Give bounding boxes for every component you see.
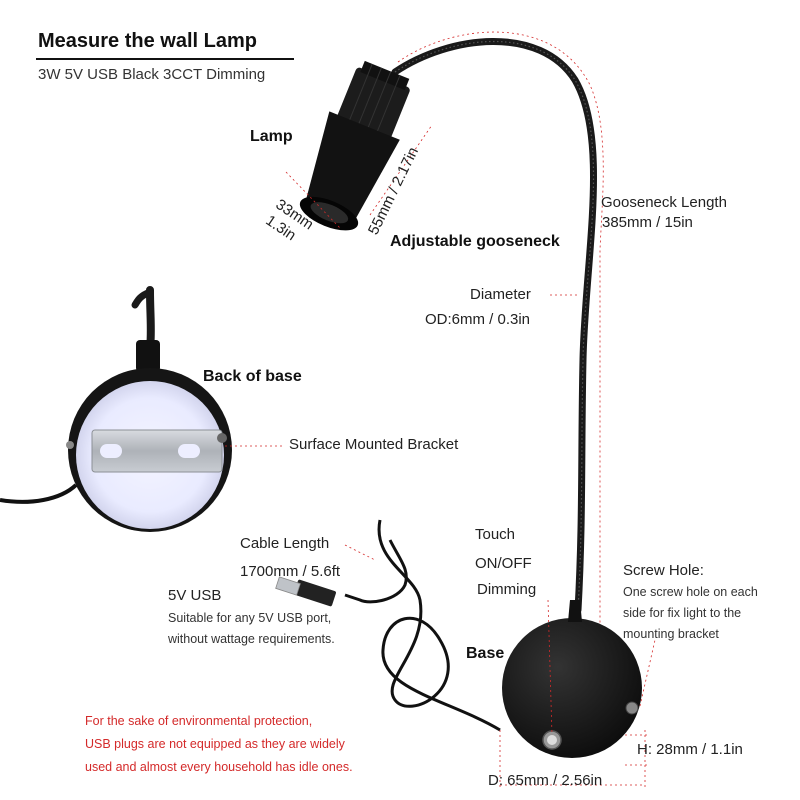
notice-line-3: used and almost every household has idle… <box>85 760 353 774</box>
base-front <box>499 599 656 790</box>
base-label: Base <box>466 645 505 662</box>
cable-length-value: 1700mm / 5.6ft <box>240 563 341 580</box>
usb-title: 5V USB <box>168 587 222 604</box>
usb-note-line-1: Suitable for any 5V USB port, <box>168 611 332 625</box>
title-underline <box>36 58 294 60</box>
screw-hole-title: Screw Hole: <box>623 562 704 579</box>
back-of-base <box>0 286 282 532</box>
notice-line-2: USB plugs are not equipped as they are w… <box>85 737 345 751</box>
usb-note-line-2: without wattage requirements. <box>168 632 335 646</box>
lamp-head <box>299 60 410 231</box>
screw-note-line-1: One screw hole on each <box>623 585 758 599</box>
diameter-value: OD:6mm / 0.3in <box>425 311 531 328</box>
gooseneck-length-dimension <box>397 31 604 640</box>
base-diameter-label: D: 65mm / 2.56in <box>488 772 603 789</box>
cable-length-title: Cable Length <box>240 535 330 552</box>
touch-label: Touch <box>475 526 516 543</box>
height-label: H: 28mm / 1.1in <box>637 741 743 758</box>
surface-bracket-label: Surface Mounted Bracket <box>289 436 459 453</box>
screw-note-line-3: mounting bracket <box>623 627 719 641</box>
screw-note-line-2: side for fix light to the <box>623 606 742 620</box>
usb-cable <box>275 519 501 732</box>
lamp-label: Lamp <box>250 128 293 145</box>
diameter-title: Diameter <box>470 286 531 303</box>
dimming-label: Dimming <box>477 581 537 598</box>
on-off-label: ON/OFF <box>475 555 532 572</box>
notice-line-1: For the sake of environmental protection… <box>85 714 313 728</box>
gooseneck-length-title: Gooseneck Length <box>601 194 727 211</box>
gooseneck-length-value: 385mm / 15in <box>602 214 693 231</box>
page-subtitle: 3W 5V USB Black 3CCT Dimming <box>38 66 266 83</box>
page-title: Measure the wall Lamp <box>38 30 257 52</box>
back-of-base-label: Back of base <box>203 368 302 385</box>
adjustable-gooseneck-label: Adjustable gooseneck <box>390 233 560 250</box>
